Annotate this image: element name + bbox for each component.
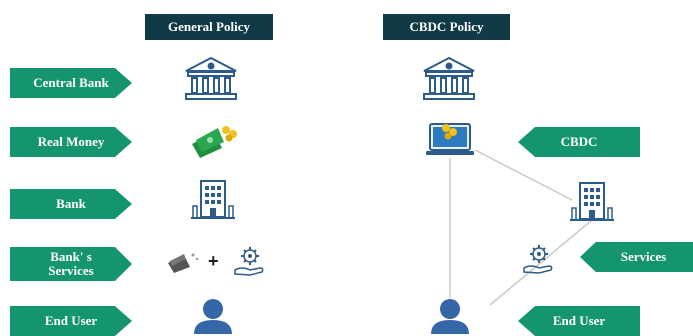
label-real-money: Real Money [10,127,132,157]
label-banks-services-line1: Bank' s [50,249,92,265]
label-real-money-text: Real Money [37,134,105,150]
cbdc-policy-header: CBDC Policy [383,14,510,40]
bank-building-icon [191,180,235,219]
end-user-person-icon [194,299,232,334]
label-central-bank: Central Bank [10,68,132,98]
card-icon [168,253,199,273]
end-user-person-icon-cbdc [431,299,469,334]
label-end-user-right-text: End User [552,313,606,329]
label-central-bank-text: Central Bank [33,75,109,91]
label-cbdc-text: CBDC [560,134,598,150]
line-laptop-to-bank [474,149,573,201]
gear-hand-icon [234,247,264,276]
label-end-user-left: End User [10,306,132,336]
label-bank-text: Bank [56,196,86,212]
label-cbdc: CBDC [518,127,640,157]
label-services-right-text: Services [620,249,667,265]
plus-sign: + [208,251,219,271]
services-gear-hand-icon [523,245,553,274]
central-bank-icon-cbdc [423,56,475,100]
label-banks-services-line2: Services [48,263,94,278]
label-bank: Bank [10,189,132,219]
central-bank-icon [185,56,237,100]
general-policy-header: General Policy [145,14,273,40]
label-banks-services: Bank' s Services [10,247,132,281]
label-end-user-right: End User [518,306,640,336]
bank-building-icon-cbdc [570,182,614,221]
label-end-user-left-text: End User [44,313,98,329]
money-icon [192,126,237,158]
label-services-right: Services [580,242,693,272]
laptop-cbdc-icon [426,123,474,155]
line-bank-to-enduser [489,219,593,306]
